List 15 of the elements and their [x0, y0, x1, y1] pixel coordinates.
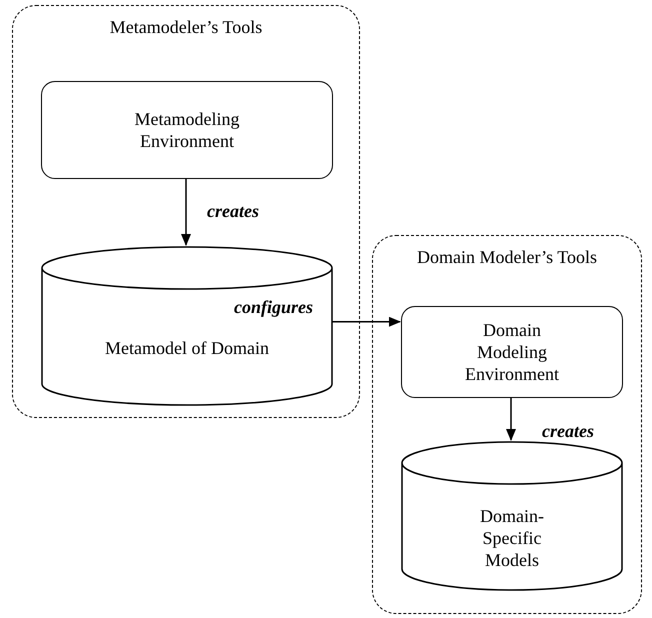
node-label: Metamodel of Domain — [105, 337, 269, 359]
node-label: Domain-Specific Models — [479, 505, 545, 571]
node-label: Domain Modeling Environment — [464, 319, 560, 385]
database-cylinder — [41, 246, 333, 406]
arrow — [181, 178, 191, 246]
process-box — [401, 306, 623, 398]
arrow — [332, 316, 401, 327]
dashed-group-frame — [372, 235, 642, 614]
process-box — [41, 81, 333, 179]
group-title: Metamodeler’s Tools — [110, 16, 262, 38]
arrow — [506, 397, 516, 441]
database-cylinder — [401, 441, 623, 591]
node-label: Metamodeling Environment — [134, 108, 240, 152]
group-title: Domain Modeler’s Tools — [416, 246, 598, 268]
dashed-group-frame — [12, 5, 360, 418]
